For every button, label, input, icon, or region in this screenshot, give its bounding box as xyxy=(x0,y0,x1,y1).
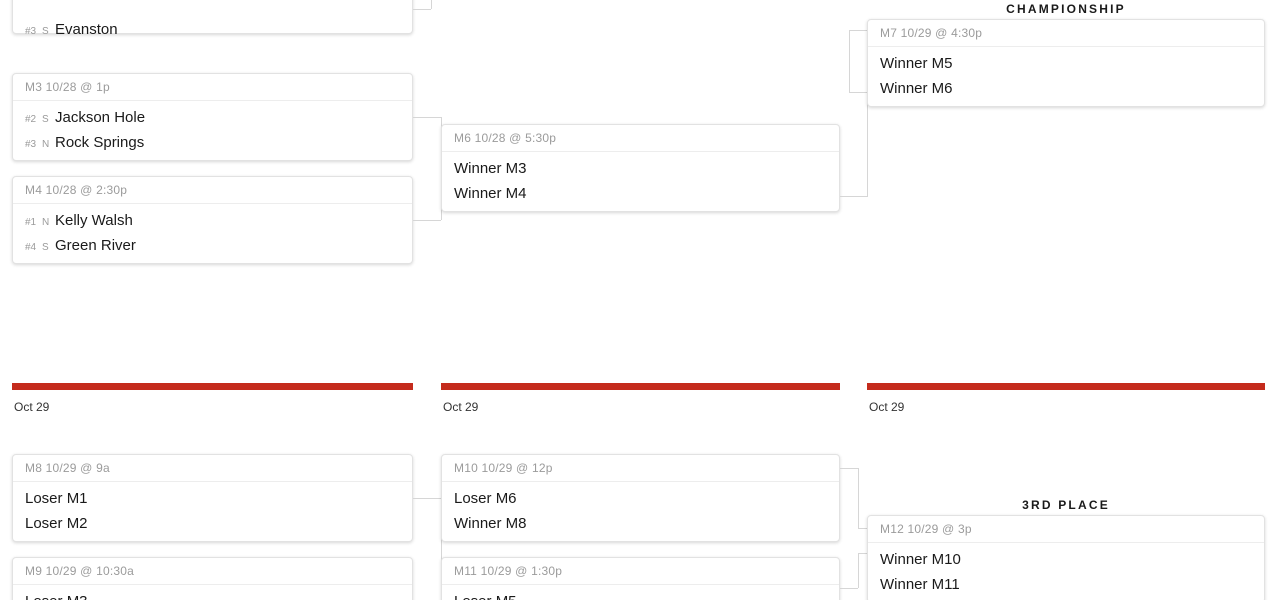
match-body-m11: Loser M5 xyxy=(442,585,839,600)
connector-line xyxy=(441,498,442,600)
team-seed: #3 xyxy=(25,26,37,37)
connector-line xyxy=(840,196,868,197)
team-name: Winner M8 xyxy=(454,515,527,532)
team-name: Jackson Hole xyxy=(55,109,146,126)
team-row[interactable]: Loser M2 xyxy=(13,511,412,536)
match-header-m12: M12 10/29 @ 3p xyxy=(868,516,1264,543)
team-row[interactable]: Loser M5 xyxy=(442,589,839,600)
connector-line xyxy=(858,468,859,528)
date-divider-bar xyxy=(441,383,840,390)
team-conference: S xyxy=(42,114,49,125)
team-row[interactable]: Winner M10 xyxy=(868,547,1264,572)
team-name: Rock Springs xyxy=(55,134,145,151)
match-header-m8: M8 10/29 @ 9a xyxy=(13,455,412,482)
date-divider-label: Oct 29 xyxy=(14,400,50,414)
match-header-m7: M7 10/29 @ 4:30p xyxy=(868,20,1264,47)
team-seed: #3 xyxy=(25,139,37,150)
team-conference: N xyxy=(42,217,50,228)
team-seed: #2 xyxy=(25,114,37,125)
round-title-championship: CHAMPIONSHIP xyxy=(1006,2,1126,16)
match-header-m10: M10 10/29 @ 12p xyxy=(442,455,839,482)
match-card-m2[interactable]: #3 S Evanston xyxy=(12,0,413,38)
team-conference: S xyxy=(42,26,49,37)
team-row[interactable]: Loser M3 xyxy=(13,589,412,600)
team-name: Winner M3 xyxy=(454,160,527,177)
match-body-m12: Winner M10 Winner M11 xyxy=(868,543,1264,600)
match-header-m4: M4 10/28 @ 2:30p xyxy=(13,177,412,204)
connector-line xyxy=(858,553,859,588)
team-row[interactable]: #4 S Green River xyxy=(13,233,412,258)
date-divider-label: Oct 29 xyxy=(443,400,479,414)
connector-line xyxy=(849,92,867,93)
match-body-m6: Winner M3 Winner M4 xyxy=(442,152,839,212)
connector-line xyxy=(849,30,867,31)
team-row[interactable]: Winner M11 xyxy=(868,572,1264,597)
team-name: Loser M5 xyxy=(454,589,517,600)
date-divider-label: Oct 29 xyxy=(869,400,905,414)
team-row[interactable]: Winner M3 xyxy=(442,156,839,181)
match-body-m2: #3 S Evanston xyxy=(13,0,412,48)
date-divider-bar xyxy=(12,383,413,390)
connector-line xyxy=(413,220,441,221)
team-name: Winner M6 xyxy=(880,80,953,97)
team-row[interactable]: #1 N Kelly Walsh xyxy=(13,208,412,233)
team-name: Winner M11 xyxy=(880,576,960,593)
team-row[interactable] xyxy=(13,0,412,17)
team-row[interactable]: Winner M5 xyxy=(868,51,1264,76)
connector-line xyxy=(867,92,868,196)
team-row[interactable]: Loser M6 xyxy=(442,486,839,511)
team-row[interactable]: Loser M1 xyxy=(13,486,412,511)
match-header-m11: M11 10/29 @ 1:30p xyxy=(442,558,839,585)
connector-line xyxy=(849,30,850,92)
team-name: Loser M1 xyxy=(25,490,88,507)
team-name: Green River xyxy=(55,237,136,254)
match-card-m8[interactable]: M8 10/29 @ 9a Loser M1 Loser M2 xyxy=(12,454,413,542)
team-name: Winner M5 xyxy=(880,55,953,72)
match-card-m4[interactable]: M4 10/28 @ 2:30p #1 N Kelly Walsh #4 S G… xyxy=(12,176,413,264)
match-header-m3: M3 10/28 @ 1p xyxy=(13,74,412,101)
team-seed: #1 xyxy=(25,217,37,228)
match-card-m11[interactable]: M11 10/29 @ 1:30p Loser M5 xyxy=(441,557,840,600)
team-row[interactable]: #3 N Rock Springs xyxy=(13,130,412,155)
match-card-m3[interactable]: M3 10/28 @ 1p #2 S Jackson Hole #3 N Roc… xyxy=(12,73,413,161)
team-name: Kelly Walsh xyxy=(55,212,133,229)
connector-line xyxy=(431,0,432,9)
team-row[interactable]: Winner M8 xyxy=(442,511,839,536)
match-card-m9[interactable]: M9 10/29 @ 10:30a Loser M3 xyxy=(12,557,413,600)
date-divider-bar xyxy=(867,383,1265,390)
match-body-m9: Loser M3 xyxy=(13,585,412,600)
team-name: Loser M6 xyxy=(454,490,517,507)
team-conference: N xyxy=(42,139,50,150)
match-body-m3: #2 S Jackson Hole #3 N Rock Springs xyxy=(13,101,412,161)
team-row[interactable]: #3 S Evanston xyxy=(13,17,412,42)
team-row[interactable]: Winner M6 xyxy=(868,76,1264,101)
match-body-m8: Loser M1 Loser M2 xyxy=(13,482,412,542)
connector-line xyxy=(413,498,441,499)
team-name: Winner M4 xyxy=(454,185,527,202)
match-body-m10: Loser M6 Winner M8 xyxy=(442,482,839,542)
match-header-m6: M6 10/28 @ 5:30p xyxy=(442,125,839,152)
connector-line xyxy=(858,528,867,529)
team-name: Loser M2 xyxy=(25,515,88,532)
match-card-m7[interactable]: M7 10/29 @ 4:30p Winner M5 Winner M6 xyxy=(867,19,1265,107)
match-body-m4: #1 N Kelly Walsh #4 S Green River xyxy=(13,204,412,264)
connector-line xyxy=(858,553,867,554)
match-card-m6[interactable]: M6 10/28 @ 5:30p Winner M3 Winner M4 xyxy=(441,124,840,212)
team-name: Evanston xyxy=(55,21,118,38)
team-name: Winner M10 xyxy=(880,551,961,568)
connector-line xyxy=(413,117,441,118)
connector-line xyxy=(413,9,431,10)
match-body-m7: Winner M5 Winner M6 xyxy=(868,47,1264,107)
round-title-third-place: 3RD PLACE xyxy=(1022,498,1110,512)
connector-line xyxy=(840,588,858,589)
team-seed: #4 xyxy=(25,242,37,253)
team-row[interactable]: #2 S Jackson Hole xyxy=(13,105,412,130)
match-card-m10[interactable]: M10 10/29 @ 12p Loser M6 Winner M8 xyxy=(441,454,840,542)
team-conference: S xyxy=(42,242,49,253)
connector-line xyxy=(840,468,858,469)
team-name: Loser M3 xyxy=(25,589,88,600)
match-card-m12[interactable]: M12 10/29 @ 3p Winner M10 Winner M11 xyxy=(867,515,1265,600)
match-header-m9: M9 10/29 @ 10:30a xyxy=(13,558,412,585)
team-row[interactable]: Winner M4 xyxy=(442,181,839,206)
